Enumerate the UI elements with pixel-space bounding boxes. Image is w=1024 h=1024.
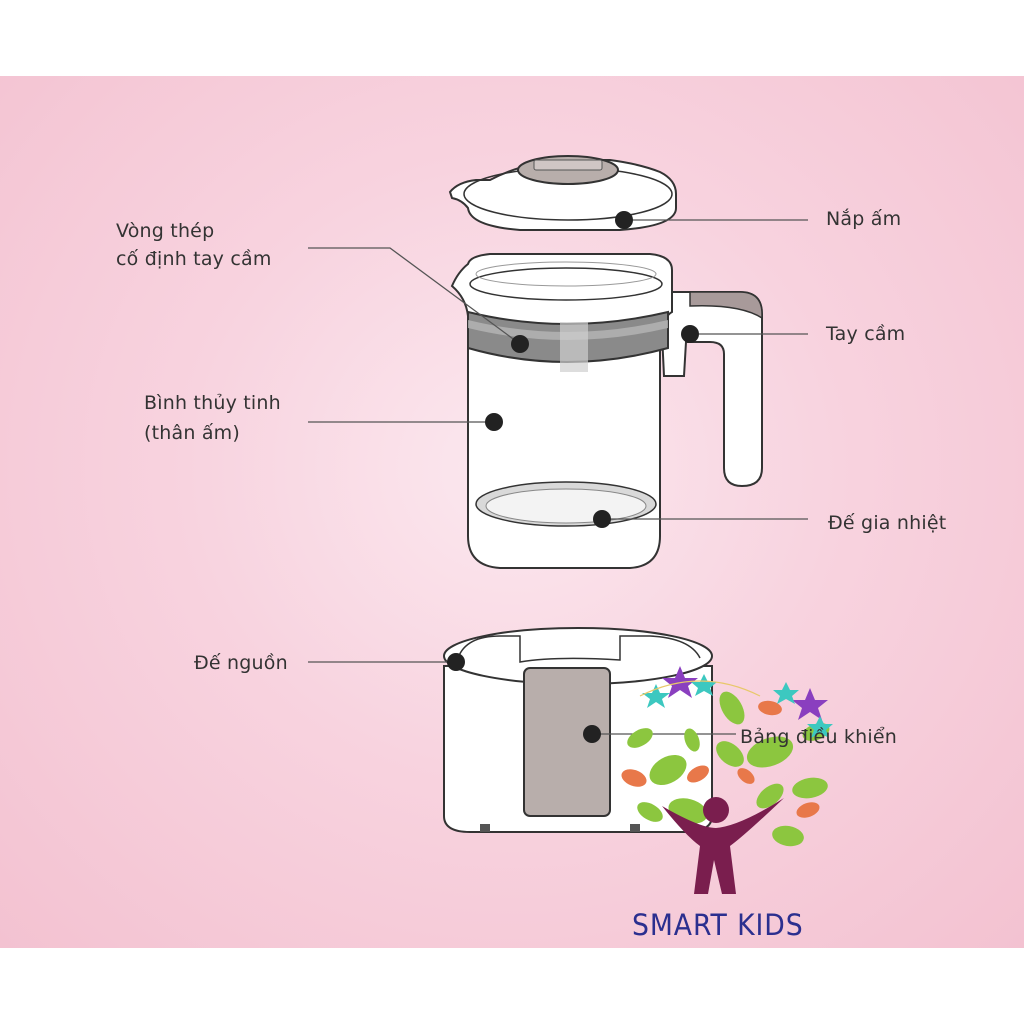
diagram-canvas: Nắp ấm Vòng thép cố định tay cầm Tay cầm… bbox=[0, 76, 1024, 948]
label-power-base: Đế nguồn bbox=[194, 652, 288, 674]
label-lid: Nắp ấm bbox=[826, 208, 902, 230]
callout-dots bbox=[447, 211, 699, 743]
logo-text: SMART KIDS bbox=[632, 908, 804, 942]
leader-lines bbox=[308, 219, 808, 735]
label-control-panel: Bảng điều khiển bbox=[740, 726, 897, 748]
label-steel-ring-line2: cố định tay cầm bbox=[116, 248, 272, 270]
label-heating-base: Đế gia nhiệt bbox=[828, 512, 947, 534]
label-glass-body-line2: (thân ấm) bbox=[144, 422, 240, 444]
label-steel-ring-line1: Vòng thép bbox=[116, 220, 215, 242]
power-base bbox=[443, 627, 713, 833]
kettle-illustration bbox=[308, 155, 833, 894]
label-glass-body-line1: Bình thủy tinh bbox=[144, 392, 281, 414]
label-handle: Tay cầm bbox=[826, 323, 906, 345]
kettle-lid bbox=[448, 155, 677, 231]
smart-kids-logo bbox=[621, 666, 833, 894]
